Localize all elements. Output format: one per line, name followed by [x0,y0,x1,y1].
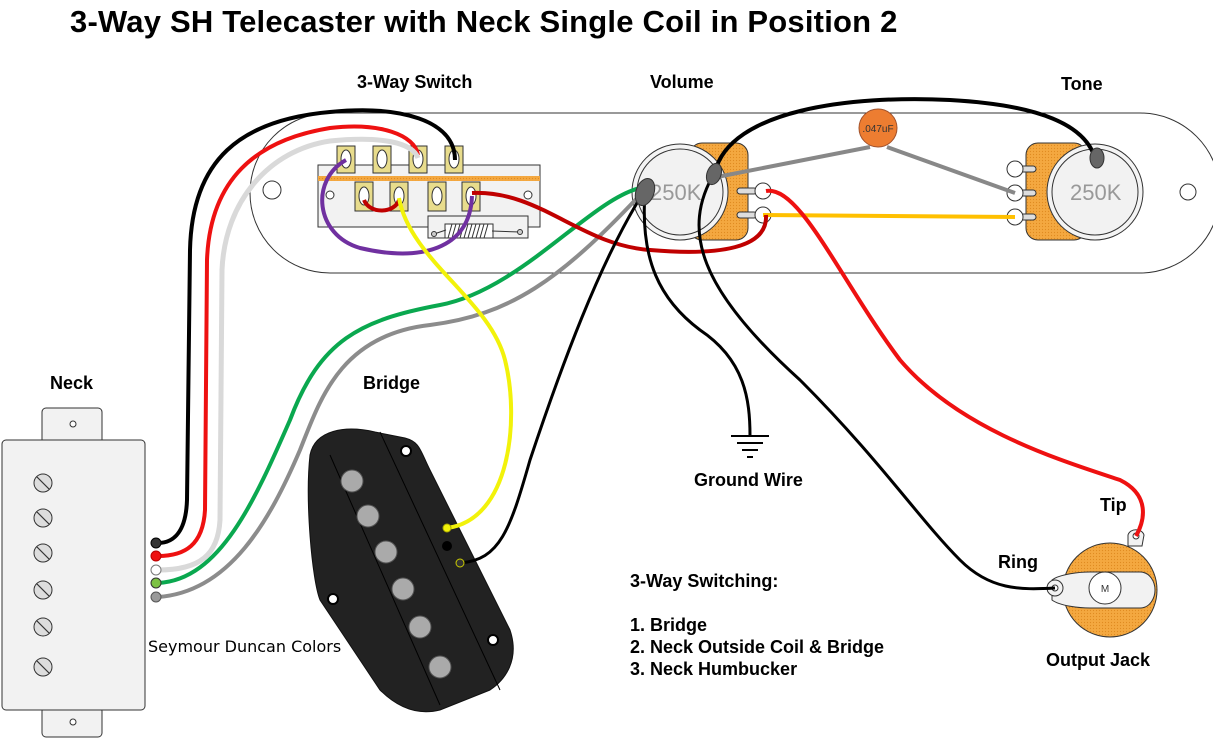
label-ring: Ring [998,552,1038,572]
wire-neck-bare [157,193,642,599]
wire-red-jumper [362,198,401,213]
capacitor [858,108,898,148]
wire-cap-to-tone [886,145,1016,195]
tone-solder-blob [1089,147,1105,169]
wire-ground [642,191,752,437]
wire-switch-to-volume [471,190,769,254]
wire-bridge-ground [459,189,647,565]
wire-neck-black [157,108,457,545]
switching-position-3: 3. Neck Humbucker [630,659,798,679]
plate-screw-hole-right [1179,183,1197,201]
label-seymour-duncan-colors: Seymour Duncan Colors [148,637,342,656]
capacitor-value: .047uF [862,124,893,135]
label-ground-wire: Ground Wire [694,470,803,490]
label-bridge: Bridge [363,373,421,393]
wire-purple-jumper [320,158,474,256]
switching-position-2: 2. Neck Outside Coil & Bridge [630,637,885,657]
plate-screw-hole-left [262,180,282,200]
label-volume: Volume [650,72,714,92]
wire-tone-ground [713,97,1097,173]
bridge-pickup [307,428,514,713]
volume-pot-value: 250K [650,180,702,205]
wire-neck-white [157,136,421,573]
label-neck: Neck [50,373,94,393]
wire-tip [765,188,1145,537]
wire-neck-green [157,186,641,585]
wire-neck-red [157,124,420,558]
tone-pot: 250K [1006,142,1144,241]
wire-cap-to-volume [716,145,871,179]
tone-pot-value: 250K [1070,180,1122,205]
neck-pickup [1,407,146,738]
switching-position-1: 1. Bridge [630,615,708,635]
volume-solder-blob [634,177,656,207]
wire-bridge-yellow [397,197,514,530]
wire-ring [697,171,1056,591]
output-jack: M [1046,529,1158,638]
diagram-title: 3-Way SH Telecaster with Neck Single Coi… [70,4,898,39]
switching-list: 3-Way Switching: 1. Bridge 2. Neck Outsi… [630,570,884,680]
volume-pot: 250K [631,142,772,241]
ground-symbol [731,435,769,458]
volume-lug-solder-blob [705,162,723,186]
label-output-jack: Output Jack [1046,650,1151,670]
switching-heading: 3-Way Switching: [630,571,779,591]
neck-wire-ends [150,537,162,603]
jack-center-label: M [1101,584,1109,595]
label-3way-switch: 3-Way Switch [357,72,473,92]
label-tip: Tip [1100,495,1127,515]
label-tone: Tone [1061,74,1103,94]
